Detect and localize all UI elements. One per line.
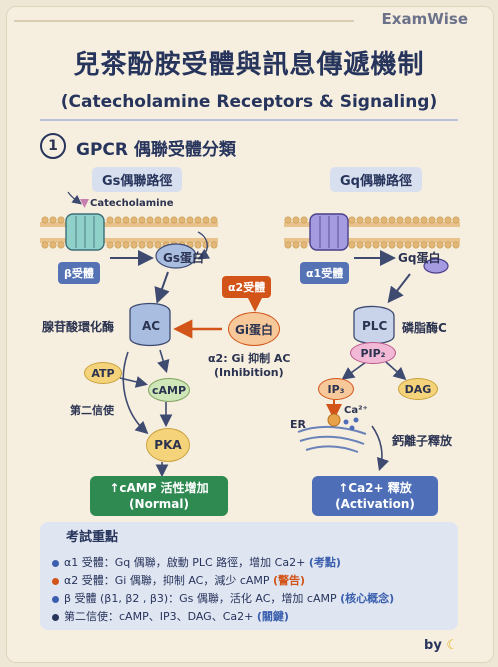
gq-pathway-header: Gq偶聯路徑 — [330, 167, 422, 192]
key-point-tag: (核心概念) — [340, 592, 395, 605]
banana-icon: ☾ — [446, 638, 458, 653]
right-cell-membrane — [284, 216, 460, 249]
section-number: 1 — [40, 133, 66, 159]
key-points-panel — [40, 522, 458, 630]
key-point-tag: (關鍵) — [256, 610, 289, 623]
key-point-alpha2: α2 受體：Gi 偶聯，抑制 AC，減少 cAMP (警告) — [52, 572, 305, 588]
key-point-text: 第二信使：cAMP、IP3、DAG、Ca2+ — [64, 610, 254, 623]
gq-result-line1: ↑Ca2+ 釋放 — [338, 481, 412, 495]
key-point-alpha1: α1 受體：Gq 偶聯，啟動 PLC 路徑，增加 Ca2+ (考點) — [52, 554, 341, 570]
gi-protein-node: Gi蛋白 — [228, 312, 280, 346]
gs-result-line2: (Normal) — [129, 497, 189, 511]
ac-label: AC — [142, 319, 161, 333]
adenylate-cyclase-label: 腺苷酸環化酶 — [42, 320, 115, 334]
ip3-node: IP₃ — [318, 378, 354, 400]
bullet-dot-icon — [52, 577, 59, 585]
gs-result-line1: ↑cAMP 活性增加 — [109, 481, 209, 495]
key-point-tag: (警告) — [273, 574, 306, 587]
gq-result-badge: ↑Ca2+ 釋放 (Activation) — [312, 476, 438, 516]
gs-protein-graphic — [155, 243, 197, 269]
gi-note-line1: α2: Gi 抑制 AC — [208, 352, 291, 365]
key-point-tag: (考點) — [308, 556, 341, 569]
plc-enzyme-graphic — [353, 305, 395, 345]
gq-protein-label: Gq蛋白 — [398, 251, 441, 265]
key-points-title: 考試重點 — [66, 530, 119, 545]
er-label: ER — [290, 418, 306, 431]
camp-node: cAMP — [148, 378, 190, 402]
page-title: 兒茶酚胺受體與訊息傳遞機制 — [73, 50, 425, 80]
bullet-dot-icon — [52, 559, 59, 567]
second-messenger-label: 第二信使 — [70, 404, 114, 417]
key-point-second-messenger: 第二信使：cAMP、IP3、DAG、Ca2+ (關鍵) — [52, 608, 289, 624]
dag-node: DAG — [398, 378, 438, 400]
alpha1-receptor-graphic — [309, 213, 349, 251]
brand-logo: ExamWise — [381, 10, 468, 28]
key-point-text: β 受體 (β1, β2 , β3)：Gs 偶聯，活化 AC，增加 cAMP — [64, 592, 337, 605]
key-point-text: α1 受體：Gq 偶聯，啟動 PLC 路徑，增加 Ca2+ — [64, 556, 306, 569]
title-divider — [40, 119, 458, 121]
key-point-beta: β 受體 (β1, β2 , β3)：Gs 偶聯，活化 AC，增加 cAMP (… — [52, 590, 394, 606]
footer-by: by — [424, 638, 442, 653]
header-divider — [14, 20, 354, 22]
gs-result-badge: ↑cAMP 活性增加 (Normal) — [90, 476, 228, 516]
alpha1-receptor-label: α1受體 — [300, 262, 350, 284]
plc-label: PLC — [362, 319, 388, 333]
bullet-dot-icon — [52, 595, 59, 603]
key-point-text: α2 受體：Gi 偶聯，抑制 AC，減少 cAMP — [64, 574, 270, 587]
pka-node: PKA — [146, 428, 190, 462]
beta-receptor-graphic — [65, 213, 105, 251]
alpha2-receptor-label: α2受體 — [222, 276, 272, 298]
gs-protein-label: Gs蛋白 — [163, 251, 204, 265]
atp-node: ATP — [84, 362, 122, 384]
calcium-label: Ca²⁺ — [344, 405, 368, 416]
gq-subunit-graphic — [423, 258, 449, 274]
pip2-node: PIP₂ — [350, 342, 396, 364]
left-cell-membrane — [40, 216, 218, 249]
gq-result-line2: (Activation) — [335, 497, 415, 511]
calcium-ions — [343, 417, 359, 431]
catecholamine-label: Catecholamine — [90, 198, 174, 209]
er-graphic — [297, 425, 367, 453]
section-title: GPCR 偶聯受體分類 — [76, 140, 236, 160]
ac-enzyme-graphic — [129, 302, 171, 347]
beta-receptor-label: β受體 — [58, 262, 100, 284]
catecholamine-ligand — [80, 199, 89, 208]
ip3-receptor-graphic — [327, 413, 341, 427]
calcium-release-label: 鈣離子釋放 — [392, 434, 453, 448]
bullet-dot-icon — [52, 613, 59, 621]
footer-credit: by ☾ — [424, 638, 458, 653]
page-subtitle: (Catecholamine Receptors & Signaling) — [60, 92, 438, 112]
gs-pathway-header: Gs偶聯路徑 — [92, 167, 183, 192]
phospholipase-c-label: 磷脂酶C — [402, 321, 447, 335]
gi-note-line2: (Inhibition) — [214, 366, 284, 379]
